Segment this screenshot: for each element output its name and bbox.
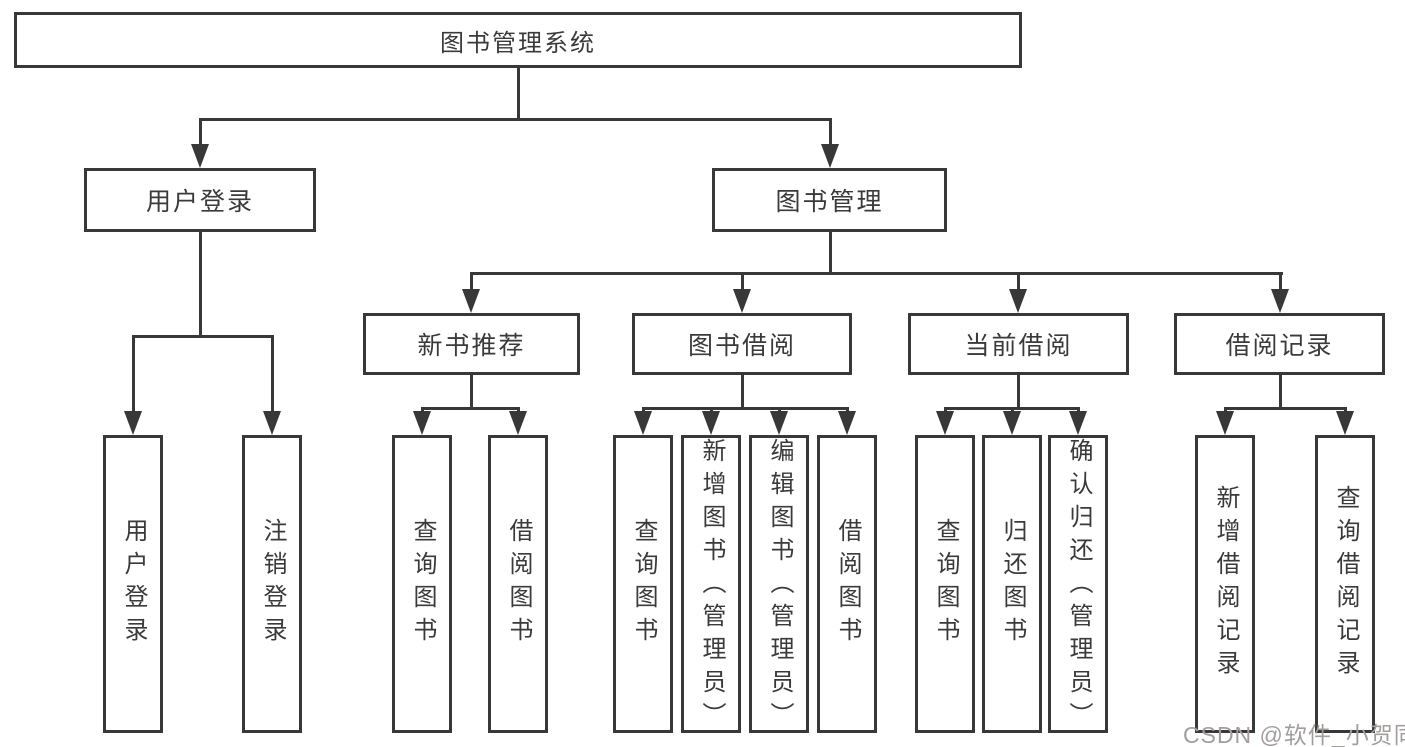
- node-book-management: 图书管理: [712, 168, 947, 232]
- leaf-label: 归还图书: [999, 518, 1026, 650]
- connector-line: [271, 335, 274, 413]
- arrow-down-icon: [263, 411, 281, 435]
- connector-line: [1279, 272, 1282, 292]
- leaf-add-borrow-record: 新增借阅记录: [1195, 435, 1255, 733]
- leaf-label: 确认归还（管理员）: [1065, 438, 1092, 735]
- node-label: 用户登录: [145, 188, 254, 216]
- leaf-borrow-books: 借阅图书: [817, 435, 877, 733]
- connector-line: [199, 118, 202, 146]
- leaf-label: 注销登录: [259, 518, 286, 650]
- arrow-down-icon: [1216, 411, 1234, 435]
- connector-line: [199, 118, 832, 121]
- arrow-down-icon: [191, 144, 209, 168]
- connector-line: [470, 375, 473, 410]
- connector-line: [199, 232, 202, 338]
- leaf-label: 查询图书: [630, 518, 657, 650]
- node-new-book-recommend: 新书推荐: [363, 313, 580, 375]
- arrow-down-icon: [821, 144, 839, 168]
- arrow-down-icon: [702, 411, 720, 435]
- leaf-label: 用户登录: [120, 518, 147, 650]
- connector-line: [470, 272, 1283, 275]
- csdn-watermark: CSDN @软件_小贺同学: [1183, 722, 1405, 747]
- connector-line: [1017, 272, 1020, 292]
- node-label: 当前借阅: [964, 332, 1073, 360]
- arrow-down-icon: [1336, 411, 1354, 435]
- connector-line: [642, 407, 849, 410]
- leaf-edit-books-admin: 编辑图书（管理员）: [749, 435, 809, 735]
- connector-line: [132, 335, 274, 338]
- arrow-down-icon: [1271, 289, 1289, 313]
- node-book-borrowing: 图书借阅: [632, 313, 852, 375]
- leaf-label: 查询图书: [932, 518, 959, 650]
- node-borrowing-records: 借阅记录: [1174, 313, 1385, 375]
- leaf-confirm-return-admin: 确认归还（管理员）: [1048, 435, 1108, 735]
- arrow-down-icon: [936, 411, 954, 435]
- arrow-down-icon: [838, 411, 856, 435]
- arrow-down-icon: [1003, 411, 1021, 435]
- leaf-label: 编辑图书（管理员）: [766, 438, 793, 735]
- leaf-query-books-borrow: 查询图书: [613, 435, 673, 733]
- node-label: 图书管理系统: [440, 29, 596, 57]
- leaf-label: 借阅图书: [834, 518, 861, 650]
- leaf-borrow-books-recommend: 借阅图书: [488, 435, 548, 733]
- connector-line: [421, 407, 520, 410]
- arrow-down-icon: [124, 411, 142, 435]
- node-label: 图书借阅: [687, 332, 796, 360]
- node-user-login: 用户登录: [84, 168, 316, 232]
- connector-line: [741, 272, 744, 292]
- leaf-logout: 注销登录: [242, 435, 302, 733]
- leaf-query-borrow-record: 查询借阅记录: [1315, 435, 1375, 733]
- leaf-return-books: 归还图书: [982, 435, 1042, 733]
- connector-line: [517, 68, 520, 121]
- connector-line: [829, 232, 832, 275]
- leaf-label: 新增借阅记录: [1212, 485, 1239, 683]
- arrow-down-icon: [413, 411, 431, 435]
- arrow-down-icon: [1009, 289, 1027, 313]
- arrow-down-icon: [733, 289, 751, 313]
- leaf-add-books-admin: 新增图书（管理员）: [681, 435, 741, 735]
- leaf-label: 查询借阅记录: [1332, 485, 1359, 683]
- leaf-user-login: 用户登录: [103, 435, 163, 733]
- leaf-query-books-recommend: 查询图书: [392, 435, 452, 733]
- connector-line: [829, 118, 832, 146]
- node-label: 图书管理: [775, 188, 884, 216]
- node-label: 借阅记录: [1225, 332, 1334, 360]
- arrow-down-icon: [509, 411, 527, 435]
- connector-line: [470, 272, 473, 292]
- arrow-down-icon: [634, 411, 652, 435]
- leaf-query-books-current: 查询图书: [915, 435, 975, 733]
- connector-line: [1279, 375, 1282, 410]
- leaf-label: 查询图书: [409, 518, 436, 650]
- node-current-borrowing: 当前借阅: [908, 313, 1129, 375]
- arrow-down-icon: [770, 411, 788, 435]
- leaf-label: 借阅图书: [505, 518, 532, 650]
- connector-line: [132, 335, 135, 413]
- node-library-system: 图书管理系统: [14, 12, 1022, 68]
- arrow-down-icon: [462, 289, 480, 313]
- connector-line: [741, 375, 744, 410]
- arrow-down-icon: [1069, 411, 1087, 435]
- connector-line: [1224, 407, 1347, 410]
- leaf-label: 新增图书（管理员）: [698, 438, 725, 735]
- node-label: 新书推荐: [417, 332, 526, 360]
- connector-line: [1017, 375, 1020, 410]
